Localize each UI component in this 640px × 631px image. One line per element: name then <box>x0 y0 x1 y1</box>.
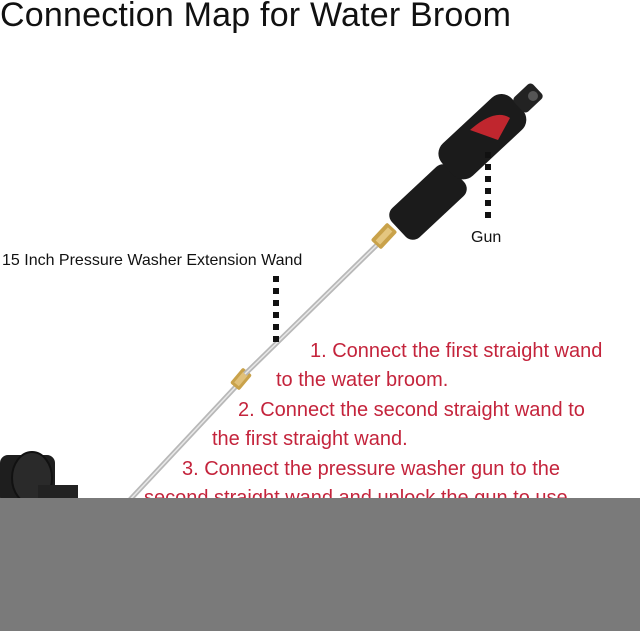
top-quick-connector <box>371 223 397 249</box>
page-title: Connection Map for Water Broom <box>0 0 512 34</box>
step-1-line-2: to the water broom. <box>276 369 449 391</box>
step-2-line-1: 2. Connect the second straight wand to <box>238 399 585 421</box>
step-3-line-1: 3. Connect the pressure washer gun to th… <box>182 458 561 480</box>
extension-wand-label: 15 Inch Pressure Washer Extension Wand <box>2 252 303 269</box>
step-2-line-2: the first straight wand. <box>212 428 408 450</box>
step-1-line-1: 1. Connect the first straight wand <box>310 340 603 362</box>
pressure-washer-gun <box>389 83 543 240</box>
gun-label: Gun <box>471 229 502 246</box>
water-broom-head <box>0 451 78 505</box>
gray-overlay-panel <box>0 498 640 631</box>
